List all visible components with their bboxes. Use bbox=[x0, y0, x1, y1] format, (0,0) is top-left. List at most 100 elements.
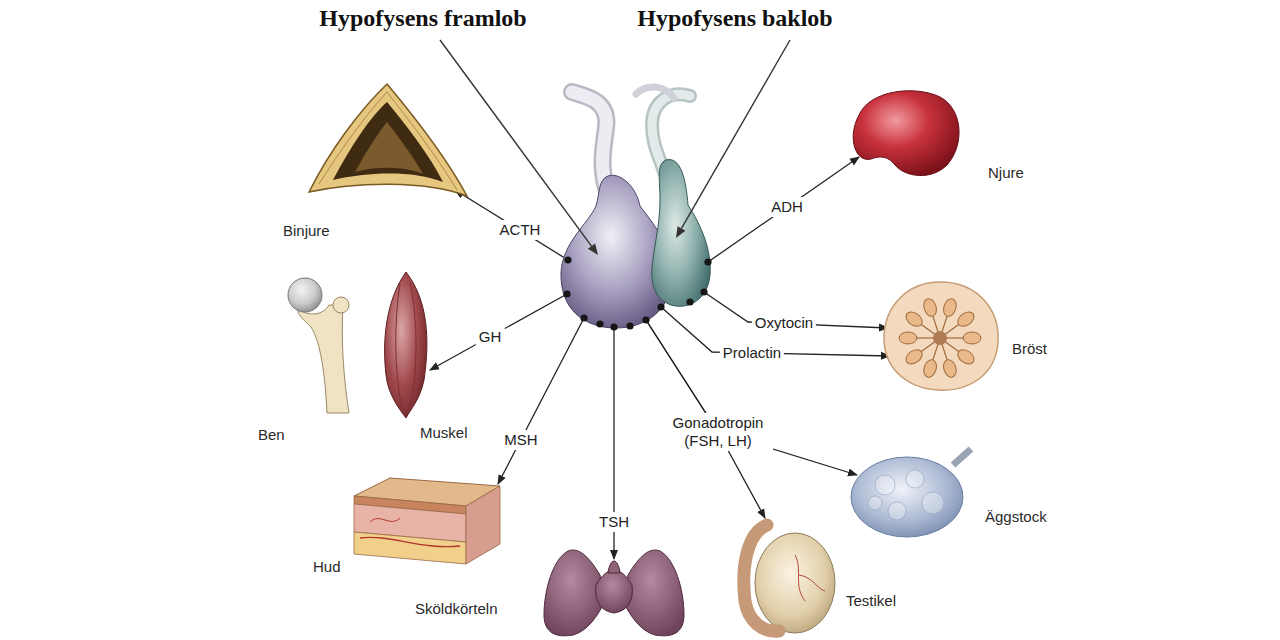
organ-label: Ben bbox=[258, 426, 285, 444]
adrenal-gland-drawing bbox=[305, 80, 470, 200]
organ-label: Hud bbox=[313, 558, 341, 576]
hormone-dot bbox=[596, 320, 603, 327]
hormone-dot bbox=[700, 288, 707, 295]
bone: Ben bbox=[283, 275, 363, 415]
ovary-figure bbox=[851, 449, 971, 537]
ovary-body bbox=[851, 457, 963, 537]
ovarian-follicle bbox=[922, 492, 944, 514]
thyroid-isthmus bbox=[596, 570, 633, 613]
muscle-fibre bbox=[396, 284, 402, 408]
hypodermis bbox=[354, 532, 466, 564]
ovarian-ligament bbox=[953, 449, 971, 465]
thyroid-gland-drawing bbox=[538, 545, 690, 638]
hormone-label-holder: GH bbox=[476, 327, 505, 347]
kidney-figure bbox=[853, 91, 959, 176]
stalk-outline bbox=[572, 92, 606, 188]
adrenal-gland: Binjure bbox=[305, 80, 470, 200]
muscle: Muskel bbox=[380, 270, 432, 420]
muscle-belly bbox=[385, 272, 427, 418]
organ-label: Äggstock bbox=[985, 508, 1047, 526]
testis-vessel bbox=[795, 555, 805, 601]
hormone-dot bbox=[704, 258, 711, 265]
blood-vessel bbox=[360, 537, 460, 546]
hormone-dot bbox=[657, 303, 664, 310]
muscle-drawing bbox=[380, 270, 432, 420]
adrenal-core bbox=[355, 122, 423, 174]
posterior-lobe: Hypofysens baklob bbox=[646, 150, 712, 310]
thyroid-gland-figure bbox=[544, 550, 684, 636]
breast-lobule bbox=[903, 347, 925, 367]
testis-body bbox=[755, 533, 835, 633]
hormone-dot bbox=[626, 322, 633, 329]
hormone-label: MSH bbox=[501, 430, 540, 450]
lobe-heading: Hypofysens framlob bbox=[319, 4, 526, 33]
muscle-fibre bbox=[410, 282, 416, 408]
breast-lobule bbox=[899, 332, 917, 344]
hormone-label-holder: MSH bbox=[501, 430, 540, 450]
ovarian-follicle bbox=[868, 496, 882, 510]
stalk-curl bbox=[636, 87, 674, 98]
skin-figure bbox=[354, 478, 500, 564]
hormone-label: Gonadotropin (FSH, LH) bbox=[663, 413, 773, 451]
testis-figure bbox=[744, 525, 835, 633]
breast-lobule bbox=[903, 309, 925, 329]
adrenal-medulla bbox=[333, 102, 443, 182]
kidney-shape bbox=[853, 91, 959, 176]
hormone-dot bbox=[686, 298, 693, 305]
hormone-label-holder: Oxytocin bbox=[752, 313, 816, 333]
hormone-arrow bbox=[661, 307, 890, 356]
adrenal-gland-figure bbox=[309, 84, 467, 196]
hormone-arrow bbox=[704, 292, 888, 328]
thyroid-gland: Sköldkörteln bbox=[538, 545, 690, 638]
organ-label: Njure bbox=[988, 164, 1024, 182]
ovary: Äggstock bbox=[845, 445, 975, 540]
organ-label: Bröst bbox=[1012, 340, 1047, 358]
hormone-label: Prolactin bbox=[720, 343, 784, 363]
skin-side bbox=[466, 486, 500, 564]
nipple bbox=[933, 331, 947, 345]
anterior-lobe-figure bbox=[440, 40, 672, 331]
femur-head bbox=[288, 278, 322, 312]
stalk-fill bbox=[572, 92, 606, 188]
hormone-dot bbox=[642, 316, 649, 323]
ovarian-follicle bbox=[875, 475, 895, 495]
breast-lobule bbox=[955, 347, 977, 367]
thyroid-lobe bbox=[544, 550, 604, 636]
bone-figure bbox=[288, 278, 349, 413]
posterior-lobe-drawing bbox=[646, 150, 712, 310]
hormone-arrow bbox=[498, 318, 584, 484]
organ-label: Sköldkörteln bbox=[415, 600, 498, 618]
posterior-lobe-outline bbox=[652, 160, 710, 307]
organ-label: Binjure bbox=[283, 222, 330, 240]
hormone-arrow bbox=[708, 157, 859, 262]
leader-line bbox=[440, 40, 591, 246]
adrenal-cortex bbox=[309, 84, 467, 196]
breast-figure bbox=[884, 282, 998, 390]
breast-lobule bbox=[941, 358, 958, 379]
hormone-label-holder: ACTH bbox=[497, 220, 544, 240]
testis-vessel bbox=[799, 575, 825, 591]
leader-arrowhead bbox=[588, 243, 598, 255]
hormone-dot bbox=[580, 314, 587, 321]
ovarian-follicle bbox=[888, 502, 906, 520]
epididymis bbox=[744, 525, 779, 631]
testis: Testikel bbox=[733, 515, 840, 638]
breast: Bröst bbox=[878, 278, 1003, 393]
hormone-label: TSH bbox=[596, 512, 632, 532]
hormone-arrow bbox=[646, 320, 765, 518]
hormone-arrow bbox=[455, 190, 568, 260]
hormone-arrow bbox=[613, 327, 614, 559]
leader-line bbox=[681, 40, 790, 228]
kidney: Njure bbox=[845, 85, 965, 180]
hormone-label-holder: ADH bbox=[768, 197, 806, 217]
ovarian-follicle bbox=[906, 470, 924, 488]
organ-label: Muskel bbox=[420, 424, 468, 442]
breast-lobule bbox=[922, 358, 939, 379]
posterior-lobe-figure bbox=[652, 40, 790, 306]
breast-lobule bbox=[955, 309, 977, 329]
hormone-label: ADH bbox=[768, 197, 806, 217]
muscle-figure bbox=[385, 272, 427, 418]
breast-outline bbox=[884, 282, 998, 390]
hormone-label: Oxytocin bbox=[752, 313, 816, 333]
